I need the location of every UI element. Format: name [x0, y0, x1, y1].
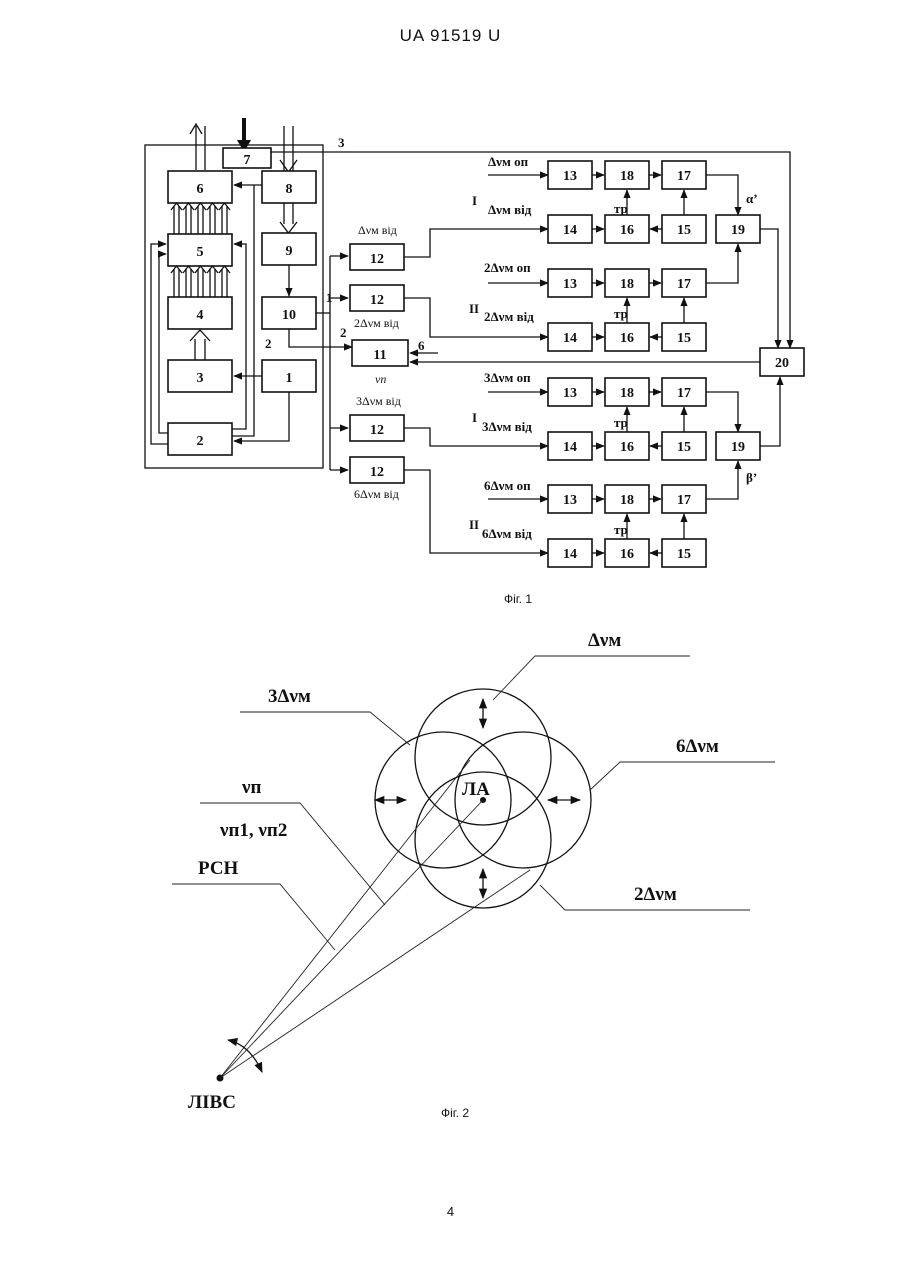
block-18-ch2-label: 18 [620, 277, 634, 292]
block-2-label: 2 [197, 434, 204, 449]
ch2-roman: II [469, 301, 479, 316]
channel-4: 6Δνм оп 13 18 17 II 6Δνм від 14 16 15 тр [469, 461, 738, 567]
label-alpha: α’ [746, 191, 758, 206]
block-9-label: 9 [286, 244, 293, 259]
label-output-3: 3 [338, 135, 345, 150]
block-12-b-label: 12 [370, 293, 384, 308]
ch4-tr: тр [614, 522, 628, 537]
ch3-tr: тр [614, 415, 628, 430]
ch1-tr: тр [614, 201, 628, 216]
block-3-label: 3 [197, 371, 204, 386]
channel-2: 2Δνм оп 13 18 17 II 2Δνм від 14 16 15 тр [469, 244, 738, 351]
label-f12a: Δνм від [358, 223, 397, 237]
block-17-ch2-label: 17 [677, 277, 691, 292]
label-out-1: 1 [326, 290, 333, 305]
fig2-coverage-diagram: ЛА Δνм 3Δνм 6Δνм 2Δνм νп νп1, νп2 РСН ЛІ… [172, 630, 775, 1120]
label-la: ЛА [462, 779, 490, 800]
ch1-op-label: Δνм оп [488, 154, 529, 169]
fig1-caption: Фіг. 1 [504, 592, 532, 606]
block-13-ch4-label: 13 [563, 493, 577, 508]
label-f12b: 2Δνм від [354, 316, 399, 330]
ch4-vid-label: 6Δνм від [482, 526, 532, 541]
block-16-ch1-label: 16 [620, 223, 634, 238]
label-out-2b: 2 [340, 325, 347, 340]
block-14-ch1-label: 14 [563, 223, 577, 238]
block-12-c-label: 12 [370, 423, 384, 438]
block-13-ch1-label: 13 [563, 169, 577, 184]
ch4-op-label: 6Δνм оп [484, 478, 531, 493]
ch3-roman: I [472, 410, 477, 425]
ch2-op-label: 2Δνм оп [484, 260, 531, 275]
block-14-ch4-label: 14 [563, 547, 577, 562]
label-2dv: 2Δνм [634, 884, 677, 905]
ch1-roman: I [472, 193, 477, 208]
label-6dv: 6Δνм [676, 736, 719, 757]
block-15-ch3-label: 15 [677, 440, 691, 455]
label-vn12: νп1, νп2 [219, 820, 287, 841]
ch3-vid-label: 3Δνм від [482, 419, 532, 434]
block-15-ch1-label: 15 [677, 223, 691, 238]
block-13-ch3-label: 13 [563, 386, 577, 401]
block-1-label: 1 [286, 371, 293, 386]
block-14-ch2-label: 14 [563, 331, 577, 346]
block-7-label: 7 [244, 153, 251, 168]
label-livs: ЛІВС [188, 1092, 236, 1113]
ch2-tr: тр [614, 306, 628, 321]
label-out-2a: 2 [265, 336, 272, 351]
page-number: 4 [0, 1204, 901, 1219]
label-f12d: 6Δνм від [354, 487, 399, 501]
ch2-vid-label: 2Δνм від [484, 309, 534, 324]
label-in-6: 6 [418, 338, 425, 353]
block-14-ch3-label: 14 [563, 440, 577, 455]
input-arrow-8 [284, 126, 293, 172]
block-8-label: 8 [286, 182, 293, 197]
label-vn: νп [375, 372, 386, 386]
block-18-ch4-label: 18 [620, 493, 634, 508]
block-10-label: 10 [282, 308, 296, 323]
block-6-label: 6 [197, 182, 204, 197]
label-dv: Δνм [588, 630, 621, 651]
label-beta: β’ [746, 470, 757, 485]
block-17-ch3-label: 17 [677, 386, 691, 401]
block-20-label: 20 [775, 356, 789, 371]
block-12-a-label: 12 [370, 252, 384, 267]
block-11-label: 11 [373, 348, 386, 363]
block-18-ch1-label: 18 [620, 169, 634, 184]
block-15-ch2-label: 15 [677, 331, 691, 346]
ch3-op-label: 3Δνм оп [484, 370, 531, 385]
block-17-ch1-label: 17 [677, 169, 691, 184]
fig1-block-diagram: 7 3 6 8 9 10 2 5 [145, 118, 804, 606]
block-17-ch4-label: 17 [677, 493, 691, 508]
label-3dv: 3Δνм [268, 686, 311, 707]
block-16-ch3-label: 16 [620, 440, 634, 455]
block-16-ch2-label: 16 [620, 331, 634, 346]
block-19-beta-label: 19 [731, 440, 745, 455]
block-15-ch4-label: 15 [677, 547, 691, 562]
block-4-label: 4 [197, 308, 204, 323]
label-f12c: 3Δνм від [356, 394, 401, 408]
block-12-d-label: 12 [370, 465, 384, 480]
fig2-caption: Фіг. 2 [441, 1106, 469, 1120]
ch1-vid-label: Δνм від [488, 202, 532, 217]
label-rsn: РСН [198, 858, 239, 879]
block-16-ch4-label: 16 [620, 547, 634, 562]
ch4-roman: II [469, 517, 479, 532]
block-13-ch2-label: 13 [563, 277, 577, 292]
label-vn-fig2: νп [241, 777, 261, 798]
block-19-alpha-label: 19 [731, 223, 745, 238]
block-5-label: 5 [197, 245, 204, 260]
block-18-ch3-label: 18 [620, 386, 634, 401]
